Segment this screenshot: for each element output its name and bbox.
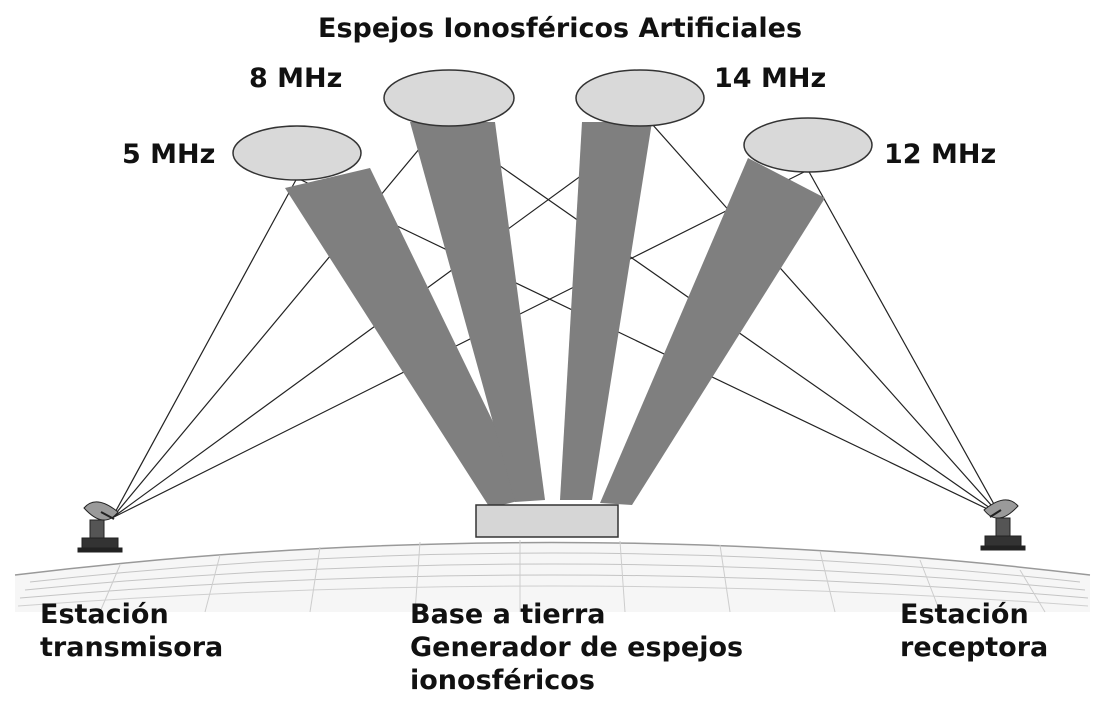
signal-paths	[111, 123, 1001, 519]
heating-beams	[285, 122, 825, 508]
beam-5mhz	[285, 168, 530, 508]
mirror-label-5mhz: 5 MHz	[122, 139, 216, 170]
receiver-label-line1: Estación	[900, 599, 1029, 630]
mirror-14mhz	[575, 69, 705, 127]
path-tx-to-12mhz	[111, 169, 809, 519]
ground-base-label: Base a tierra Generador de espejos ionos…	[410, 598, 743, 697]
path-tx-to-8mhz	[111, 123, 441, 519]
receiver-label-line2: receptora	[900, 632, 1049, 663]
mirror-12mhz	[743, 117, 873, 173]
path-12mhz-to-rx	[807, 169, 1001, 516]
ground-base-label-line3: ionosféricos	[410, 665, 595, 696]
receiver-label: Estación receptora	[900, 598, 1048, 664]
ground-base-generator	[475, 504, 619, 538]
diagram-title: Espejos Ionosféricos Artificiales	[318, 13, 803, 44]
ground-base-label-line1: Base a tierra	[410, 599, 606, 630]
path-5mhz-to-rx	[296, 177, 1001, 516]
mirror-8mhz	[383, 69, 515, 127]
transmitter-label-line2: transmisora	[40, 632, 224, 663]
ground-surface	[14, 540, 1091, 613]
transmitter-antenna-icon	[77, 501, 123, 553]
transmitter-label: Estación transmisora	[40, 598, 223, 664]
ground-base-label-line2: Generador de espejos	[410, 632, 744, 663]
mirror-label-14mhz: 14 MHz	[714, 63, 827, 94]
mirror-5mhz	[232, 125, 362, 181]
receiver-antenna-icon	[980, 499, 1026, 551]
beam-14mhz	[560, 122, 652, 500]
mirror-label-12mhz: 12 MHz	[884, 139, 997, 170]
mirror-label-8mhz: 8 MHz	[249, 63, 343, 94]
ionospheric-mirrors	[232, 69, 873, 181]
path-14mhz-to-rx	[651, 123, 1001, 516]
beam-12mhz	[600, 158, 825, 505]
transmitter-label-line1: Estación	[40, 599, 169, 630]
beam-8mhz	[410, 122, 545, 502]
path-tx-to-5mhz	[111, 177, 298, 519]
